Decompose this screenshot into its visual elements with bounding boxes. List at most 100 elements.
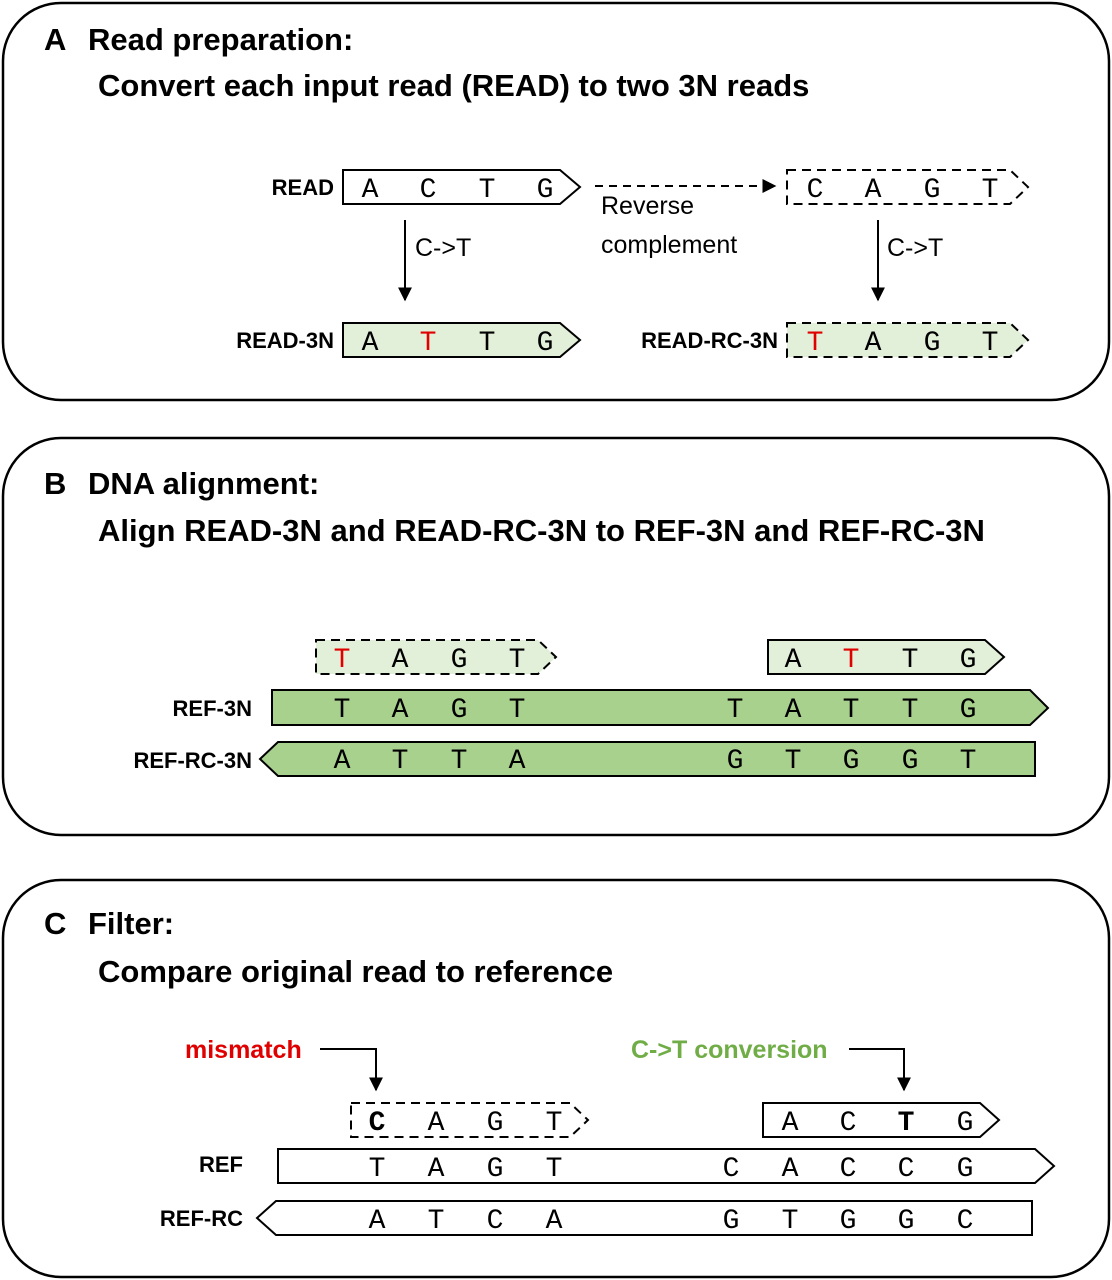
refrc-base: C [487,1206,504,1237]
conversion-pointer [849,1048,911,1092]
ref-bar: T A G T C A C C G [277,1148,1056,1185]
reverse-complement-label-line1: Reverse [601,192,694,220]
left-original-read-base: T [546,1108,563,1139]
refrc3n-bar: A T T A G T G G T [258,741,1036,777]
ref3n-bar: T A G T T A T T G [271,689,1050,726]
refrc3n-base: T [392,746,409,777]
refrc-base: T [782,1206,799,1237]
ref-base: T [546,1154,563,1185]
right-original-read-base: G [957,1108,974,1139]
ref-base: G [957,1154,974,1185]
refrc3n-base: A [334,746,351,777]
ref3n-base: A [392,695,409,726]
refrc3n-bar-shape [258,741,1036,777]
aligned-read3n-converted-base: T [843,645,860,676]
panel-a: A Read preparation: Convert each input r… [1,1,1111,402]
read3n-base: T [479,328,496,359]
refrc-bar-shape [255,1200,1033,1236]
read3n-label: READ-3N [236,328,334,353]
panel-c-title: Filter: [88,906,174,941]
read-label: READ [272,175,334,200]
read-arrow-shape [342,169,582,205]
right-original-read-arrow: A C T G [762,1102,1001,1139]
panel-b-box [1,436,1111,837]
ref-label: REF [199,1152,243,1177]
aligned-readrc3n-base: A [392,645,409,676]
read-base: C [420,175,437,206]
ref-base: A [782,1154,799,1185]
readrc3n-arrow: T A G T [786,322,1030,359]
aligned-readrc3n-arrow: T A G T [315,639,558,676]
aligned-readrc3n-base: T [509,645,526,676]
readrc3n-base: T [982,328,999,359]
panel-b-subtitle: Align READ-3N and READ-RC-3N to REF-3N a… [98,513,985,548]
ref3n-base: T [843,695,860,726]
readrc3n-arrow-shape [786,322,1030,358]
panel-b-letter: B [44,466,66,501]
right-original-read-arrow-shape [762,1102,1001,1138]
read3n-arrow: A T T G [342,322,582,359]
readrc3n-base: A [865,328,882,359]
aligned-read3n-arrow: A T T G [767,639,1006,676]
ref3n-base: A [785,695,802,726]
aligned-read3n-base: G [960,645,977,676]
mismatch-label: mismatch [185,1036,302,1064]
ref3n-bar-shape [271,689,1050,726]
right-original-read-base: A [782,1108,799,1139]
right-original-read-base: C [840,1108,857,1139]
read-base: G [537,175,554,206]
read3n-base: G [537,328,554,359]
ref-base: T [369,1154,386,1185]
ref-bar-shape [277,1148,1056,1184]
read-base: T [479,175,496,206]
ref3n-base: T [334,695,351,726]
ref-base: A [428,1154,445,1185]
ref3n-base: T [727,695,744,726]
readrc3n-label: READ-RC-3N [641,328,778,353]
refrc-bar: A T C A G T G G C [255,1200,1033,1237]
aligned-read3n-base: T [902,645,919,676]
read3n-arrow-shape [342,322,582,358]
mismatch-pointer [320,1048,383,1092]
reverse-complement-label-line2: complement [601,231,737,259]
aligned-readrc3n-converted-base: T [334,645,351,676]
refrc3n-base: A [509,746,526,777]
refrc3n-base: T [960,746,977,777]
refrc-label: REF-RC [160,1206,243,1231]
panel-a-title: Read preparation: [88,22,353,57]
aligned-readrc3n-base: G [451,645,468,676]
panel-b-title: DNA alignment: [88,466,319,501]
left-original-read-arrow-shape [350,1102,590,1138]
mismatch-base: C [369,1108,386,1139]
ref3n-base: G [451,695,468,726]
aligned-read3n-arrow-shape [767,639,1006,675]
refrc-base: G [723,1206,740,1237]
refrc-base: C [957,1206,974,1237]
ref-base: C [723,1154,740,1185]
rc-read-base: G [924,175,941,206]
rc-read-base: A [865,175,882,206]
panel-a-subtitle: Convert each input read (READ) to two 3N… [98,68,809,103]
refrc-base: G [840,1206,857,1237]
rc-read-base: T [982,175,999,206]
refrc3n-base: G [843,746,860,777]
ct-label-right: C->T [887,234,943,262]
rc-read-arrow-shape [786,169,1030,205]
ref-base: C [898,1154,915,1185]
left-original-read-base: G [487,1108,504,1139]
panel-c: C Filter: Compare original read to refer… [1,878,1111,1279]
left-original-read-arrow: C A G T [350,1102,590,1139]
panel-b: B DNA alignment: Align READ-3N and READ-… [1,436,1111,837]
read3n-base: A [362,328,379,359]
refrc3n-base: T [451,746,468,777]
read-arrow: A C T G [342,169,582,206]
rc-read-arrow: C A G T [786,169,1030,206]
refrc3n-base: G [902,746,919,777]
ref3n-label: REF-3N [173,696,252,721]
ref3n-base: T [902,695,919,726]
read-base: A [362,175,379,206]
ref3n-base: G [960,695,977,726]
panel-a-letter: A [44,22,66,57]
panel-c-subtitle: Compare original read to reference [98,954,613,989]
